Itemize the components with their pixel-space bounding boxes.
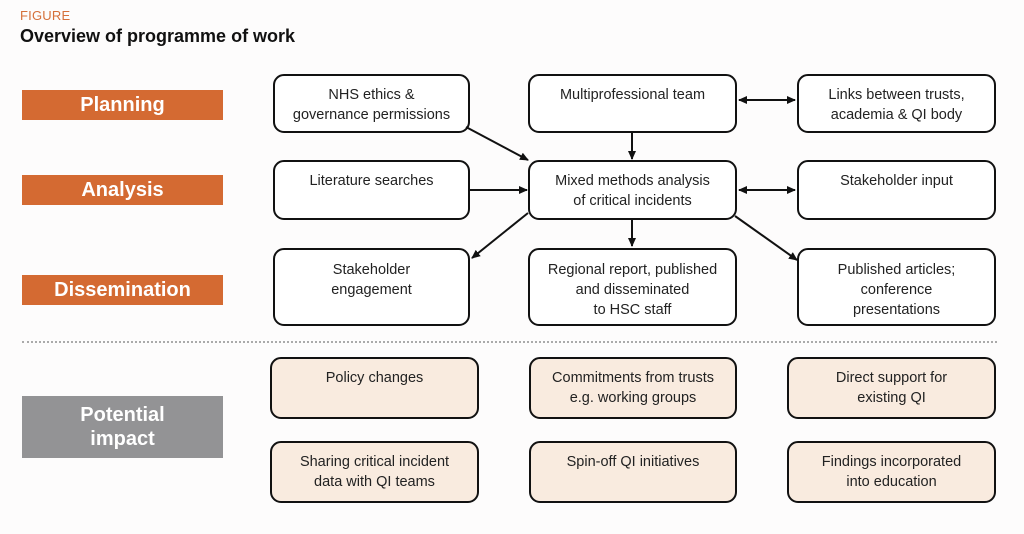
stage-analysis: Analysis (22, 175, 223, 205)
box-published-articles: Published articles; conference presentatio… (797, 248, 996, 326)
box-text: and disseminated (575, 282, 690, 298)
stage-potential-impact: Potential impact (22, 396, 223, 458)
box-engagement: Stakeholder engagement (273, 248, 470, 326)
box-text: conference (860, 282, 933, 298)
box-text: to HSC staff (593, 302, 672, 318)
box-text: Sharing critical incident (299, 454, 450, 470)
stage-impact-line1: Potential (80, 404, 165, 426)
box-text: Multiprofessional team (559, 87, 706, 103)
box-text: Stakeholder input (840, 173, 953, 189)
impact-policy: Policy changes (270, 357, 479, 419)
box-text: NHS ethics & (328, 87, 415, 103)
dotted-divider (22, 341, 997, 343)
impact-direct-support: Direct support for existing QI (787, 357, 996, 419)
box-text: e.g. working groups (569, 390, 697, 406)
box-text: Published articles; (837, 262, 956, 278)
box-text: Direct support for (835, 370, 948, 386)
impact-commitments: Commitments from trusts e.g. working grou… (529, 357, 737, 419)
arrow-ethics-to-mixed (465, 126, 529, 161)
box-text: engagement (331, 282, 412, 298)
box-text: Commitments from trusts (552, 370, 714, 386)
box-text: Literature searches (309, 173, 434, 189)
stage-dissemination: Dissemination (22, 275, 223, 305)
box-team: Multiprofessional team (528, 74, 737, 133)
box-text: Stakeholder (332, 262, 411, 278)
box-stakeholder-input: Stakeholder input (797, 160, 996, 220)
box-text: Findings incorporated (821, 454, 962, 470)
box-text: Policy changes (325, 370, 424, 386)
figure-title: Overview of programme of work (20, 26, 296, 46)
box-text: existing QI (857, 390, 926, 406)
box-links: Links between trusts, academia & QI body (797, 74, 996, 133)
box-text: Regional report, published (547, 262, 718, 278)
box-text: Spin-off QI initiatives (566, 454, 700, 470)
box-text: of critical incidents (573, 193, 692, 209)
impact-sharing-data: Sharing critical incident data with QI te… (270, 441, 479, 503)
box-text: data with QI teams (314, 474, 435, 490)
box-text: academia & QI body (830, 107, 963, 123)
arrow-mixed-to-articles (734, 215, 798, 261)
impact-spinoff: Spin-off QI initiatives (529, 441, 737, 503)
box-mixed-methods: Mixed methods analysis of critical incide… (528, 160, 737, 220)
box-text: Links between trusts, (828, 87, 965, 103)
arrow-mixed-to-engagement (471, 212, 529, 259)
box-ethics: NHS ethics & governance permissions (273, 74, 470, 133)
box-text: into education (846, 474, 937, 490)
box-text: Mixed methods analysis (555, 173, 710, 189)
impact-education: Findings incorporated into education (787, 441, 996, 503)
stage-impact-line2: impact (90, 428, 155, 450)
box-text: governance permissions (292, 107, 451, 123)
box-regional-report: Regional report, published and disseminat… (528, 248, 737, 326)
box-text: presentations (852, 302, 941, 318)
figure-label: FIGURE (20, 8, 71, 23)
stage-planning: Planning (22, 90, 223, 120)
box-literature: Literature searches (273, 160, 470, 220)
